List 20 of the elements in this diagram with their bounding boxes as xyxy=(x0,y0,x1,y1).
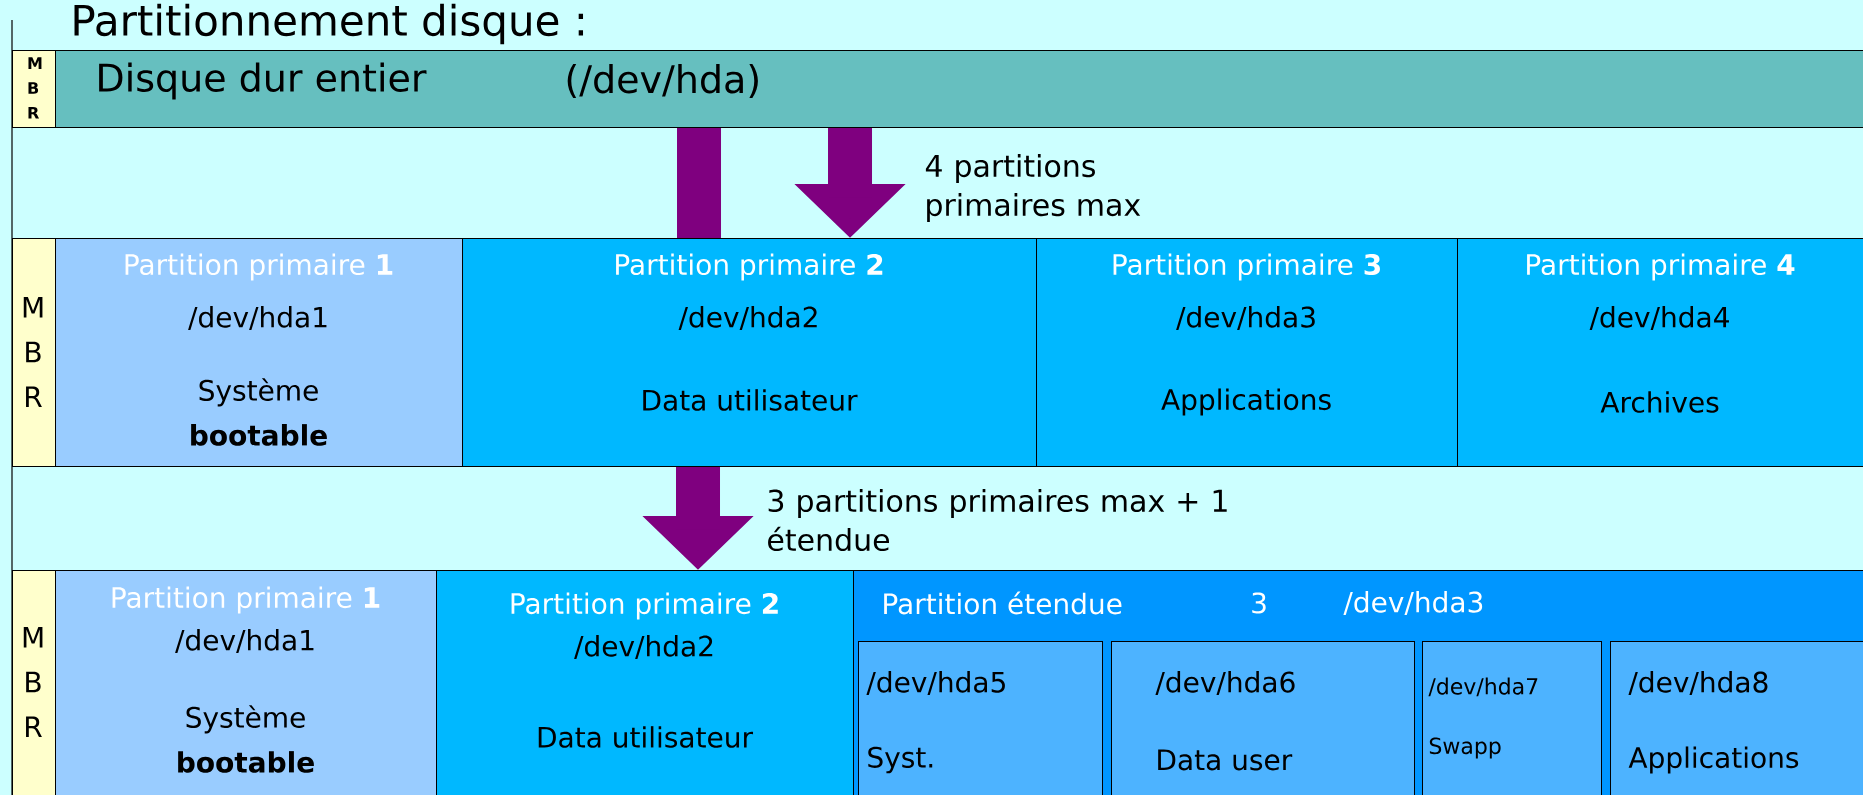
node-label: /dev/hda4 xyxy=(1589,306,1729,330)
title: Partitionnement disque : xyxy=(74,3,584,45)
partition-box: Partition primaire 3 /dev/hda3 Applications xyxy=(1036,238,1458,467)
mbr-box: M B R xyxy=(12,570,56,795)
logical-partition-box: /dev/hda6 Data user xyxy=(1111,641,1415,795)
node-label: Archives xyxy=(1600,391,1719,413)
logical-partition-box: /dev/hda8 Applications xyxy=(1610,641,1863,795)
mbr-box: M B R xyxy=(12,238,56,467)
logical-partition-box: /dev/hda5 Syst. xyxy=(858,641,1103,795)
partition-box: Partition primaire 2 /dev/hda2 Data utilisateur xyxy=(462,238,1037,467)
partition-box: Partition primaire 1 /dev/hda1 Système bootable xyxy=(55,570,437,795)
partition-box: Partition primaire 1 /dev/hda1 Système bootable xyxy=(55,238,463,467)
node-label: Partition primaire 4 xyxy=(1527,253,1795,281)
mbr-box: M B R xyxy=(12,50,56,128)
note-text: 3 partitions primaires max + 1 étendue xyxy=(768,488,1227,552)
partition-box: Partition primaire 2 /dev/hda2 Data utilisateur xyxy=(436,570,854,795)
partition-box: Partition primaire 4 /dev/hda4 Archives xyxy=(1457,238,1863,467)
disk-band: Disque dur entier (/dev/hda) xyxy=(55,50,1863,128)
note-text: 4 partitions primaires max xyxy=(925,154,1141,222)
logical-partition-box: /dev/hda7 Swapp xyxy=(1422,641,1602,795)
